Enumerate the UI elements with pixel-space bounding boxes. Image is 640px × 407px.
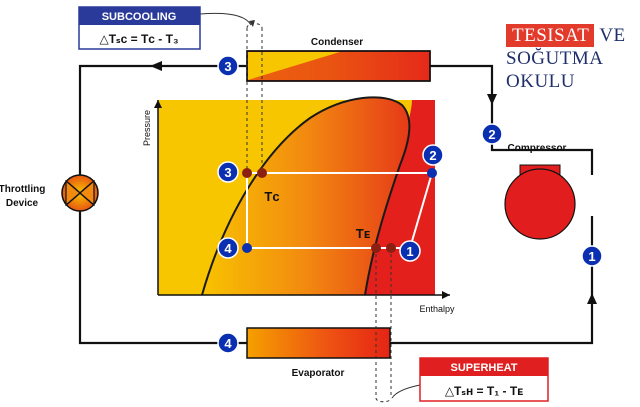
- cycle-state-dots: [242, 168, 437, 253]
- evaporator-label: Evaporator: [292, 368, 345, 379]
- compressor-label: Compressor: [508, 143, 567, 154]
- y-axis-label: Pressure: [142, 110, 152, 146]
- marker-3-chart: 3: [217, 161, 239, 183]
- evaporator-coil: [246, 327, 391, 359]
- marker-2-chart: 2: [422, 144, 444, 166]
- subcooling-box: SUBCOOLING △Tₛᴄ = Tᴄ - T₃: [78, 6, 201, 50]
- state-markers: 3 2 1 4 3 2 4 1: [217, 55, 603, 354]
- marker-1-piping: 1: [581, 245, 603, 267]
- compressor-unit: [504, 164, 576, 240]
- arrow-down-icon: [487, 94, 497, 105]
- marker-2-piping: 2: [481, 123, 503, 145]
- svg-text:1: 1: [588, 249, 595, 264]
- svg-text:2: 2: [488, 127, 495, 142]
- svg-text:4: 4: [224, 336, 232, 351]
- svg-text:4: 4: [224, 241, 232, 256]
- throttling-label-line1: Throttling: [0, 184, 45, 195]
- flow-arrows: [150, 61, 597, 304]
- marker-4-chart: 4: [217, 237, 239, 259]
- svg-text:1: 1: [406, 244, 413, 259]
- superheat-box: SUPERHEAT △Tₛʜ = T₁ - Tᴇ: [419, 357, 549, 402]
- subcooling-formula: △Tₛᴄ = Tᴄ - T₃: [99, 32, 178, 46]
- tc-label: Tᴄ: [264, 189, 279, 204]
- brand-line3: OKULU: [506, 71, 575, 92]
- ph-diagram: [154, 96, 450, 299]
- subcooling-title: SUBCOOLING: [102, 11, 177, 23]
- brand-line2: SOĞUTMA: [506, 48, 604, 69]
- svg-text:2: 2: [429, 148, 436, 163]
- marker-3-piping: 3: [217, 55, 239, 77]
- marker-1-chart: 1: [399, 240, 421, 262]
- throttling-valve: [61, 174, 99, 212]
- superheat-title: SUPERHEAT: [450, 362, 517, 374]
- marker-4-piping: 4: [217, 332, 239, 354]
- te-label: Tᴇ: [356, 226, 371, 241]
- superheat-formula: △Tₛʜ = T₁ - Tᴇ: [445, 384, 523, 398]
- brand-logo: TESISAT VE SOĞUTMA OKULU: [506, 24, 634, 93]
- svg-text:3: 3: [224, 165, 231, 180]
- arrow-left-icon: [150, 61, 162, 71]
- throttling-label-line2: Device: [6, 198, 39, 209]
- brand-line1-rest: VE: [599, 25, 626, 46]
- x-axis-label: Enthalpy: [419, 304, 455, 314]
- brand-highlight: TESISAT: [506, 24, 595, 47]
- condenser-label: Condenser: [311, 37, 363, 48]
- arrow-up-icon: [587, 293, 597, 304]
- dashed-connectors: [246, 23, 392, 403]
- svg-text:3: 3: [224, 59, 231, 74]
